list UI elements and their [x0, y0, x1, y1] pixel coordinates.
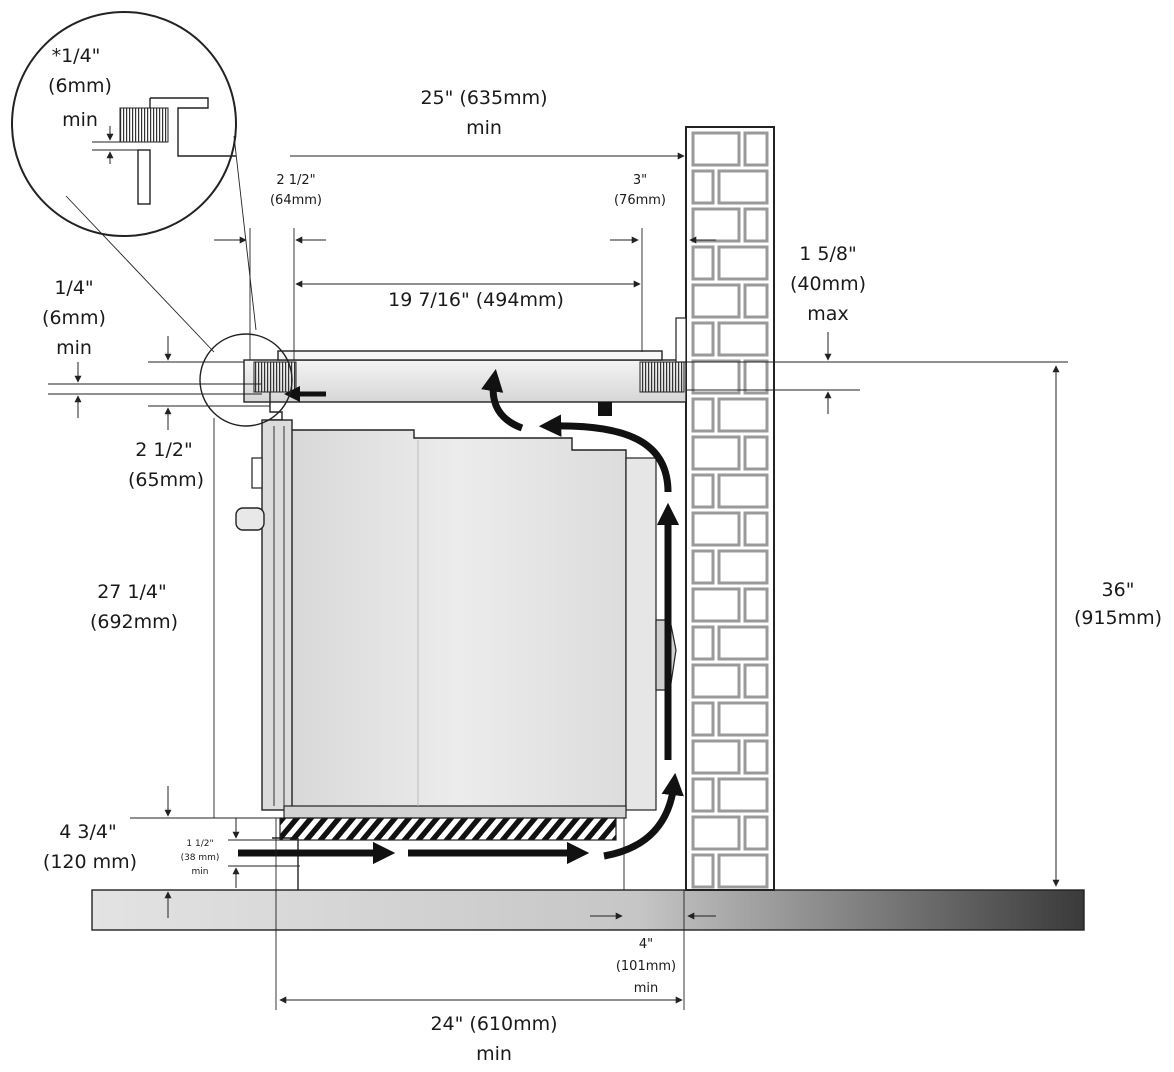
detail-gap-min: min [62, 109, 98, 131]
detail-gap-value: *1/4" [52, 45, 101, 67]
front-offset-mm: (64mm) [270, 193, 322, 208]
brick [691, 587, 741, 623]
rear-gap-mm: (101mm) [616, 959, 676, 974]
counter-height-value: 36" [1102, 579, 1135, 601]
backsplash-bracket [675, 317, 687, 363]
detail-gap-mm: (6mm) [48, 75, 112, 97]
brick [691, 169, 715, 205]
rear-offset-mm: (76mm) [614, 193, 666, 208]
brick [691, 663, 741, 699]
cooktop-foot [598, 402, 612, 416]
rear-gap-value: 4" [639, 937, 653, 952]
brick [743, 587, 769, 623]
cabinet-depth-value: 24" (610mm) [430, 1013, 557, 1035]
depth-clearance-qualifier: min [466, 117, 502, 139]
oven-handle-bracket [235, 507, 265, 531]
vent-gap-value: 1 1/2" [186, 839, 213, 849]
brick [691, 625, 715, 661]
brick [691, 473, 715, 509]
brick [717, 701, 769, 737]
brick [691, 853, 715, 889]
oven-height-mm: (692mm) [90, 611, 178, 633]
cutout-depth-value: 19 7/16" (494mm) [388, 289, 564, 311]
detail-callout [11, 11, 293, 427]
brick [691, 131, 741, 167]
brick [691, 321, 715, 357]
oven-height-value: 27 1/4" [97, 581, 167, 603]
detail-panel [137, 149, 151, 205]
brick [717, 321, 769, 357]
detail-trim [119, 107, 169, 143]
brick [691, 815, 741, 851]
brick [743, 131, 769, 167]
vent-gap-mm: (38 mm) [181, 853, 220, 863]
cooktop-glass [277, 350, 663, 361]
brick [691, 739, 741, 775]
brick [717, 473, 769, 509]
brick [743, 283, 769, 319]
brick [691, 207, 741, 243]
oven-door [261, 419, 293, 811]
brick [717, 549, 769, 585]
brick [743, 739, 769, 775]
brick [717, 625, 769, 661]
brick [691, 283, 741, 319]
top-gap-value: 1/4" [54, 277, 93, 299]
detail-circle-small [199, 333, 293, 427]
overhang-qualifier: max [807, 303, 848, 325]
overhang-value: 1 5/8" [799, 243, 856, 265]
base-height-mm: (120 mm) [43, 851, 137, 873]
panel-offset-value: 2 1/2" [135, 439, 192, 461]
brick [691, 549, 715, 585]
rear-edge-trim [639, 361, 685, 393]
brick [691, 777, 715, 813]
brick [717, 853, 769, 889]
brick [743, 207, 769, 243]
front-offset-value: 2 1/2" [276, 173, 315, 188]
oven-base [283, 805, 627, 819]
brick [717, 777, 769, 813]
brick [743, 815, 769, 851]
brick [717, 245, 769, 281]
brick [691, 701, 715, 737]
floor [91, 889, 1085, 931]
brick [743, 359, 769, 395]
brick [743, 663, 769, 699]
brick [691, 435, 741, 471]
brick [743, 511, 769, 547]
brick-wall [685, 126, 775, 891]
brick [717, 397, 769, 433]
counter-height-mm: (915mm) [1074, 607, 1162, 629]
brick [691, 397, 715, 433]
brick [691, 359, 741, 395]
oven-body [289, 429, 627, 811]
countertop-assembly [243, 317, 687, 421]
brick [691, 511, 741, 547]
base-height-value: 4 3/4" [59, 821, 116, 843]
rear-offset-value: 3" [633, 173, 647, 188]
depth-clearance-value: 25" (635mm) [420, 87, 547, 109]
overhang-mm: (40mm) [790, 273, 866, 295]
vent-gap-qualifier: min [192, 867, 209, 877]
oven-unit [235, 419, 677, 819]
oven-support [279, 817, 617, 841]
top-gap-mm: (6mm) [42, 307, 106, 329]
cabinet-depth-qualifier: min [476, 1043, 512, 1065]
airflow-arrows [238, 368, 684, 865]
oven-rear-panel [625, 457, 657, 811]
dimension-lines [48, 152, 1068, 1010]
brick [691, 245, 715, 281]
rear-gap-qualifier: min [634, 981, 659, 996]
dimension-labels: *1/4" (6mm) min 25" (635mm) min 2 1/2" (… [42, 45, 1162, 1065]
top-gap-qualifier: min [56, 337, 92, 359]
panel-offset-mm: (65mm) [128, 469, 204, 491]
brick [717, 169, 769, 205]
brick [743, 435, 769, 471]
